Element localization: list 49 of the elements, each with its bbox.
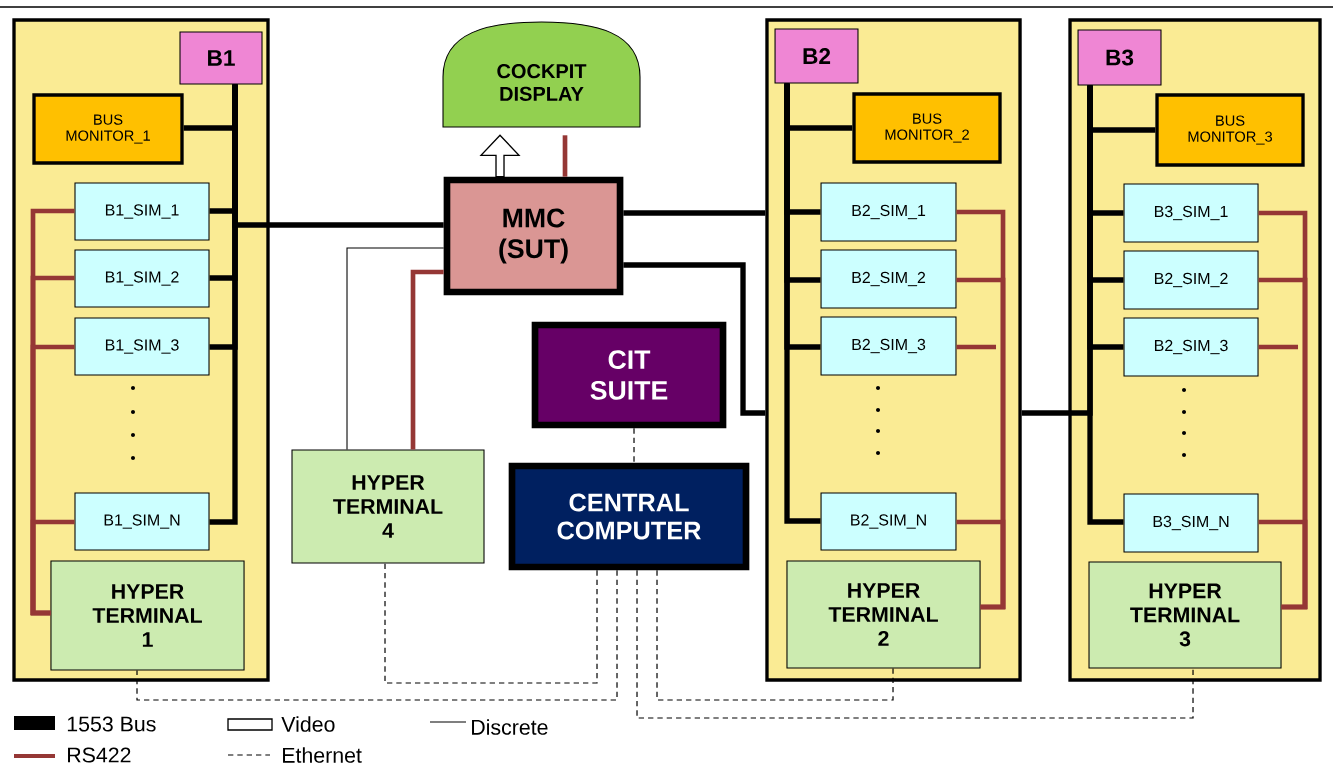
computer-box: CENTRAL COMPUTER xyxy=(508,462,750,571)
connector-line xyxy=(623,210,766,216)
monitor-box: BUS MONITOR_1 xyxy=(32,93,184,165)
monitor-box: BUS MONITOR_3 xyxy=(1155,93,1305,167)
simulator-box: B1_SIM_2 xyxy=(74,249,210,308)
simulator-box: B2_SIM_3 xyxy=(820,316,957,376)
connector-line xyxy=(1087,85,1124,525)
terminal-box: HYPER TERMINAL 4 xyxy=(291,449,485,564)
connector-line xyxy=(956,519,1006,610)
connector-line xyxy=(1258,344,1298,350)
simulator-box: B2_SIM_3 xyxy=(1123,317,1259,377)
simulator-box: B2_SIM_1 xyxy=(820,182,957,242)
simulator-box: B2_SIM_2 xyxy=(1123,250,1259,310)
simulator-box: B2_SIM_N xyxy=(820,492,957,551)
simulator-box: B2_SIM_2 xyxy=(820,249,957,309)
connector-line xyxy=(30,519,75,616)
simulator-box: B1_SIM_1 xyxy=(74,182,210,241)
legend-label: RS422 xyxy=(68,747,131,763)
unit-box: MMC (SUT) xyxy=(443,176,624,296)
hollow-arrow xyxy=(479,134,521,178)
legend-label: Ethernet xyxy=(283,747,362,763)
bus-label-box: B3 xyxy=(1077,29,1162,86)
bus-label-box: B1 xyxy=(179,31,263,85)
bus-label-box: B2 xyxy=(774,28,859,84)
connector-line xyxy=(636,569,1194,719)
terminal-box: HYPER TERMINAL 1 xyxy=(50,560,245,671)
connector-line xyxy=(656,569,894,701)
connector-line xyxy=(784,83,821,524)
terminal-box: HYPER TERMINAL 2 xyxy=(786,560,981,669)
connector-line xyxy=(623,262,766,416)
connector-line xyxy=(136,569,618,701)
suite-box: CIT SUITE xyxy=(531,321,727,429)
simulator-box: B3_SIM_N xyxy=(1123,493,1259,553)
connector-line xyxy=(384,563,598,684)
connector-line xyxy=(346,247,445,450)
simulator-box: B1_SIM_3 xyxy=(74,317,210,376)
legend-label: Video xyxy=(281,716,335,732)
monitor-box: BUS MONITOR_2 xyxy=(852,92,1002,164)
connector-line xyxy=(232,84,444,228)
legend-label: Discrete xyxy=(472,719,548,735)
simulator-box: B1_SIM_N xyxy=(74,492,210,551)
connector-line xyxy=(956,344,996,350)
display-dome: COCKPIT DISPLAY xyxy=(442,21,641,128)
connector-line xyxy=(1258,519,1308,610)
simulator-box: B3_SIM_1 xyxy=(1123,183,1259,243)
legend-label: 1553 Bus xyxy=(67,716,156,732)
connector-line xyxy=(410,269,444,450)
terminal-box: HYPER TERMINAL 3 xyxy=(1088,561,1282,669)
connector-line xyxy=(562,135,568,177)
